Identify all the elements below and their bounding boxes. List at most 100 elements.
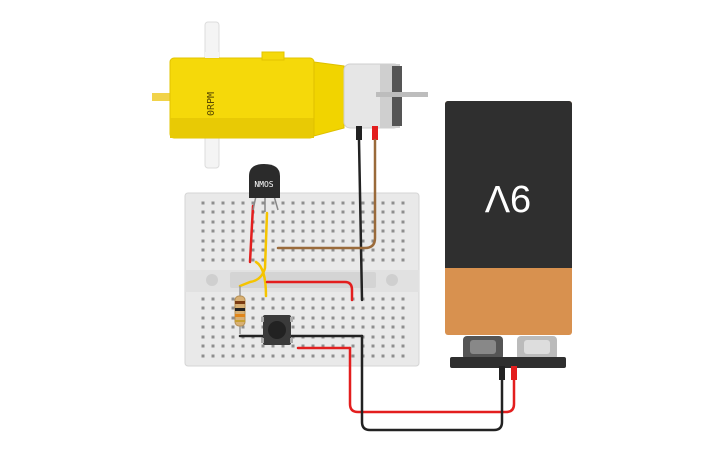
breadboard-hole bbox=[351, 229, 355, 233]
breadboard-hole bbox=[381, 354, 385, 358]
breadboard-hole bbox=[251, 306, 255, 310]
breadboard-hole bbox=[321, 354, 325, 358]
breadboard-hole bbox=[231, 325, 235, 329]
breadboard-hole bbox=[301, 344, 305, 348]
breadboard-hole bbox=[241, 201, 245, 205]
breadboard-hole bbox=[271, 344, 275, 348]
breadboard-hole bbox=[341, 210, 345, 214]
breadboard-hole bbox=[221, 210, 225, 214]
battery-top bbox=[445, 101, 572, 267]
breadboard-hole bbox=[291, 210, 295, 214]
breadboard-hole bbox=[381, 210, 385, 214]
breadboard-hole bbox=[311, 229, 315, 233]
breadboard-hole bbox=[241, 239, 245, 243]
breadboard-hole bbox=[261, 258, 265, 262]
breadboard-hole bbox=[341, 306, 345, 310]
breadboard-hole bbox=[341, 297, 345, 301]
breadboard-hole bbox=[271, 229, 275, 233]
breadboard-hole bbox=[361, 258, 365, 262]
breadboard-hole bbox=[361, 248, 365, 252]
breadboard-hole bbox=[331, 325, 335, 329]
breadboard-hole bbox=[341, 316, 345, 320]
breadboard-hole bbox=[311, 258, 315, 262]
breadboard-hole bbox=[321, 201, 325, 205]
breadboard-hole bbox=[371, 316, 375, 320]
breadboard-hole bbox=[201, 297, 205, 301]
breadboard-hole bbox=[291, 220, 295, 224]
breadboard-hole bbox=[391, 306, 395, 310]
breadboard-hole bbox=[261, 220, 265, 224]
breadboard-hole bbox=[391, 335, 395, 339]
breadboard-hole bbox=[201, 306, 205, 310]
motor-gearbox-shade bbox=[170, 118, 314, 138]
push-button-cap[interactable] bbox=[268, 321, 286, 339]
breadboard-hole bbox=[211, 354, 215, 358]
breadboard-hole bbox=[391, 239, 395, 243]
breadboard-hole bbox=[271, 306, 275, 310]
dc-motor[interactable]: 0RPM bbox=[152, 21, 428, 169]
breadboard-hole bbox=[281, 210, 285, 214]
breadboard-hole bbox=[351, 316, 355, 320]
breadboard-hole bbox=[381, 229, 385, 233]
breadboard[interactable] bbox=[184, 192, 420, 367]
breadboard-hole bbox=[231, 201, 235, 205]
breadboard-hole bbox=[381, 335, 385, 339]
push-button[interactable] bbox=[261, 315, 293, 345]
breadboard-hole bbox=[381, 316, 385, 320]
breadboard-hole bbox=[221, 220, 225, 224]
wire-yellow-2 bbox=[254, 260, 268, 298]
breadboard-hole bbox=[201, 325, 205, 329]
breadboard-hole bbox=[281, 220, 285, 224]
breadboard-hole bbox=[351, 248, 355, 252]
breadboard-hole bbox=[261, 229, 265, 233]
breadboard-hole bbox=[311, 344, 315, 348]
breadboard-hole bbox=[331, 201, 335, 205]
breadboard-hole bbox=[211, 344, 215, 348]
nmos-transistor[interactable]: NMOS bbox=[249, 164, 280, 212]
breadboard-hole bbox=[211, 248, 215, 252]
wires bbox=[238, 138, 516, 432]
breadboard-hole bbox=[391, 220, 395, 224]
breadboard-hole bbox=[211, 229, 215, 233]
breadboard-hole bbox=[231, 229, 235, 233]
breadboard-hole bbox=[361, 210, 365, 214]
breadboard-hole bbox=[321, 316, 325, 320]
breadboard-hole bbox=[291, 258, 295, 262]
9v-battery[interactable]: 9V bbox=[445, 101, 572, 380]
breadboard-hole bbox=[251, 325, 255, 329]
breadboard-hole bbox=[291, 201, 295, 205]
breadboard-hole bbox=[231, 210, 235, 214]
breadboard-hole bbox=[321, 297, 325, 301]
breadboard-mount-hole-left bbox=[206, 274, 218, 286]
breadboard-hole bbox=[341, 248, 345, 252]
breadboard-hole bbox=[281, 344, 285, 348]
motor-terminal-black bbox=[356, 126, 362, 140]
breadboard-hole bbox=[401, 335, 405, 339]
breadboard-hole bbox=[391, 316, 395, 320]
resistor[interactable] bbox=[234, 286, 246, 334]
breadboard-hole bbox=[301, 325, 305, 329]
breadboard-hole bbox=[271, 258, 275, 262]
breadboard-hole bbox=[251, 316, 255, 320]
breadboard-hole bbox=[341, 201, 345, 205]
breadboard-hole bbox=[301, 201, 305, 205]
breadboard-hole bbox=[211, 220, 215, 224]
wire-battery-black bbox=[360, 334, 504, 432]
breadboard-hole bbox=[231, 220, 235, 224]
breadboard-hole bbox=[231, 316, 235, 320]
breadboard-hole bbox=[291, 306, 295, 310]
breadboard-hole bbox=[221, 306, 225, 310]
breadboard-hole bbox=[331, 344, 335, 348]
breadboard-hole bbox=[361, 239, 365, 243]
breadboard-hole bbox=[201, 354, 205, 358]
breadboard-hole bbox=[351, 239, 355, 243]
breadboard-hole bbox=[291, 325, 295, 329]
breadboard-hole bbox=[251, 201, 255, 205]
wire-battery-red bbox=[348, 346, 516, 414]
breadboard-hole bbox=[201, 201, 205, 205]
motor-label: 0RPM bbox=[206, 92, 217, 116]
motor-terminal-red bbox=[372, 126, 378, 140]
breadboard-hole bbox=[301, 297, 305, 301]
wire-yellow-gate bbox=[238, 211, 269, 288]
breadboard-hole bbox=[251, 344, 255, 348]
